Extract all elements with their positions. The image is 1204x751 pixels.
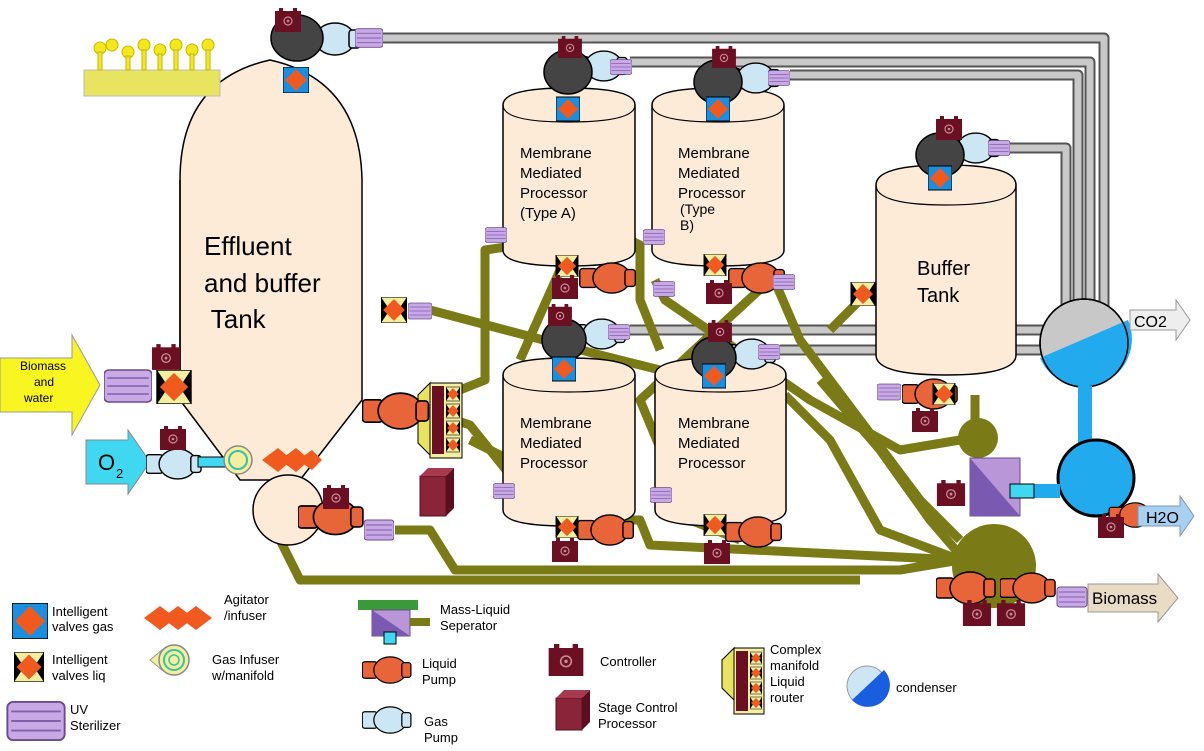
legend-mass-liquid-2: Seperator: [440, 618, 498, 633]
biomass-in-label-2: and: [34, 375, 54, 389]
legend-stage-control-icon: [555, 690, 590, 731]
legend-valves-gas-2: valves gas: [52, 619, 114, 634]
mmp-a-label-3: Processor: [520, 185, 588, 202]
buffer-tank-label-1: Buffer: [917, 258, 970, 280]
legend-valves-liq-icon: [14, 652, 44, 682]
legend-condenser: condenser: [896, 680, 957, 695]
mmp-a-label-1: Membrane: [520, 145, 592, 162]
legend-stage-control-1: Stage Control: [598, 700, 678, 715]
mmp-c-label-1: Membrane: [520, 415, 592, 432]
mmp-c-label-2: Mediated: [520, 435, 582, 452]
o2-subscript: 2: [116, 466, 123, 481]
top-mmp-c-group: [541, 304, 630, 382]
mmp-d-label-3: Processor: [678, 455, 746, 472]
legend-mass-liquid-1: Mass-Liquid: [440, 602, 510, 617]
legend-condenser-icon: [846, 665, 890, 707]
legend-gas-infuser-2: w/manifold: [211, 668, 274, 683]
mmp-d-label-1: Membrane: [678, 415, 750, 432]
gas-lines: [370, 32, 1110, 356]
co2-label: CO2: [1134, 314, 1167, 331]
legend-liquid-pump-icon: [362, 656, 412, 684]
legend-controller-icon: [548, 644, 584, 676]
mmp-type-a-tank: Membrane Mediated Processor (Type A): [502, 87, 636, 267]
mmp-b-label-5: B): [680, 217, 694, 233]
legend-liquid-pump-2: Pump: [422, 672, 456, 687]
legend-gas-pump-icon: [362, 706, 412, 734]
effluent-buffer-tank: Effluent and buffer Tank: [179, 59, 363, 546]
legend-liquid-pump-1: Liquid: [422, 656, 457, 671]
top-mmp-a-group: [543, 36, 632, 122]
top-main-tank-group: [270, 8, 383, 93]
mmp-a-label-4: (Type A): [520, 205, 576, 222]
main-tank-label-2: and buffer: [204, 268, 321, 298]
o2-input: O 2: [85, 426, 322, 496]
legend-stage-control-2: Processor: [598, 716, 657, 731]
legend-complex-manifold-4: router: [770, 690, 805, 705]
mmp-c-tank: Membrane Mediated Processor: [502, 357, 636, 527]
legend-mass-liquid-icon: [358, 600, 430, 645]
legend-gas-pump-1: Gas: [424, 714, 448, 729]
buffer-tank-label-2: Tank: [917, 285, 960, 307]
biomass-water-input: Biomass and water: [0, 333, 192, 437]
o2-label: O: [98, 450, 115, 475]
legend-gas-infuser-1: Gas Infuser: [212, 652, 280, 667]
buffer-tank: Buffer Tank: [875, 164, 1017, 376]
condenser-unit: CO2 H2O: [1020, 298, 1195, 538]
legend-complex-manifold-1: Complex: [770, 642, 822, 657]
legend-valves-liq-2: valves liq: [52, 668, 105, 683]
legend-gas-infuser-icon: [149, 644, 190, 676]
biomass-out-label: Biomass: [1092, 589, 1157, 608]
mmp-type-b-tank: Membrane Mediated Processor (Type B): [651, 87, 785, 267]
legend-valves-gas-icon: [12, 603, 48, 639]
legend-controller: Controller: [600, 654, 657, 669]
legend: Intelligent valves gas Intelligent valve…: [6, 592, 957, 745]
legend-uv-icon: [6, 700, 66, 742]
agitator-top-image: [83, 38, 221, 97]
mmp-b-label-3: Processor: [678, 185, 746, 202]
top-mmp-b-group: [693, 46, 790, 122]
mmp-b-label-4: (Type: [680, 201, 715, 217]
legend-agitator-2: /infuser: [224, 608, 267, 623]
legend-valves-liq-1: Intelligent: [52, 652, 108, 667]
mmp-b-label-1: Membrane: [678, 145, 750, 162]
top-mmp-d-group: [691, 320, 780, 389]
legend-gas-pump-2: Pump: [424, 730, 458, 745]
legend-complex-manifold-2: manifold: [770, 658, 819, 673]
mmp-c-label-3: Processor: [520, 455, 588, 472]
legend-uv-1: UV: [70, 702, 88, 717]
mass-liquid-separator: Biomass: [936, 418, 1179, 626]
biomass-in-label-1: Biomass: [20, 359, 66, 373]
main-tank-label-3: Tank: [204, 304, 267, 334]
main-tank-equipment: [298, 297, 454, 541]
mmp-a-label-2: Mediated: [520, 165, 582, 182]
legend-agitator-1: Agitator: [224, 592, 269, 607]
mmp-d-label-2: Mediated: [678, 435, 740, 452]
h2o-label: H2O: [1146, 510, 1179, 527]
biomass-in-label-3: water: [23, 391, 53, 405]
top-buffer-group: [915, 116, 1010, 191]
main-tank-label-1: Effluent: [204, 231, 292, 261]
legend-uv-2: Sterilizer: [70, 718, 121, 733]
legend-complex-manifold-3: Liquid: [770, 674, 805, 689]
legend-agitator-icon: [144, 606, 212, 630]
stage-control-processor: [419, 475, 447, 517]
mmp-b-label-2: Mediated: [678, 165, 740, 182]
mmp-d-tank: Membrane Mediated Processor: [654, 357, 787, 527]
legend-complex-manifold-icon: [721, 646, 765, 715]
legend-valves-gas-1: Intelligent: [52, 604, 108, 619]
